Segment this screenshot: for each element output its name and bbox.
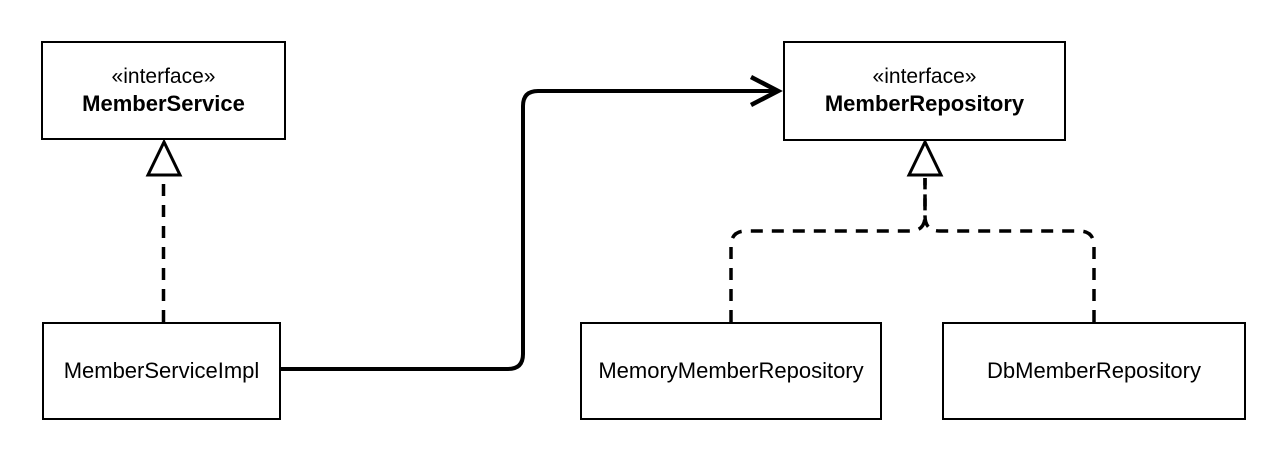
class-name-memory-member-repository: MemoryMemberRepository [598, 357, 864, 383]
stereotype-label: «interface» [872, 65, 977, 89]
class-box-member-repository: «interface» MemberRepository [783, 41, 1066, 141]
realization-edge-memorymemberrepository-memberrepository [729, 178, 927, 322]
class-name-member-service-impl: MemberServiceImpl [63, 357, 260, 383]
class-name-member-repository: MemberRepository [824, 91, 1025, 117]
class-name-member-service: MemberService [82, 90, 245, 116]
open-arrowhead-memberrepository [749, 75, 783, 107]
class-box-member-service: «interface» MemberService [41, 41, 286, 140]
class-box-memory-member-repository: MemoryMemberRepository [580, 322, 882, 420]
class-box-db-member-repository: DbMemberRepository [942, 322, 1246, 420]
dependency-edge-memberserviceimpl-memberrepository [281, 89, 776, 371]
hollow-triangle-arrowhead-memberservice [145, 138, 183, 177]
hollow-triangle-arrowhead-memberrepository [906, 138, 944, 177]
class-name-db-member-repository: DbMemberRepository [987, 357, 1201, 383]
class-box-member-service-impl: MemberServiceImpl [42, 322, 281, 420]
realization-edge-dbmemberrepository-memberrepository [923, 178, 1096, 322]
stereotype-label: «interface» [111, 64, 216, 88]
